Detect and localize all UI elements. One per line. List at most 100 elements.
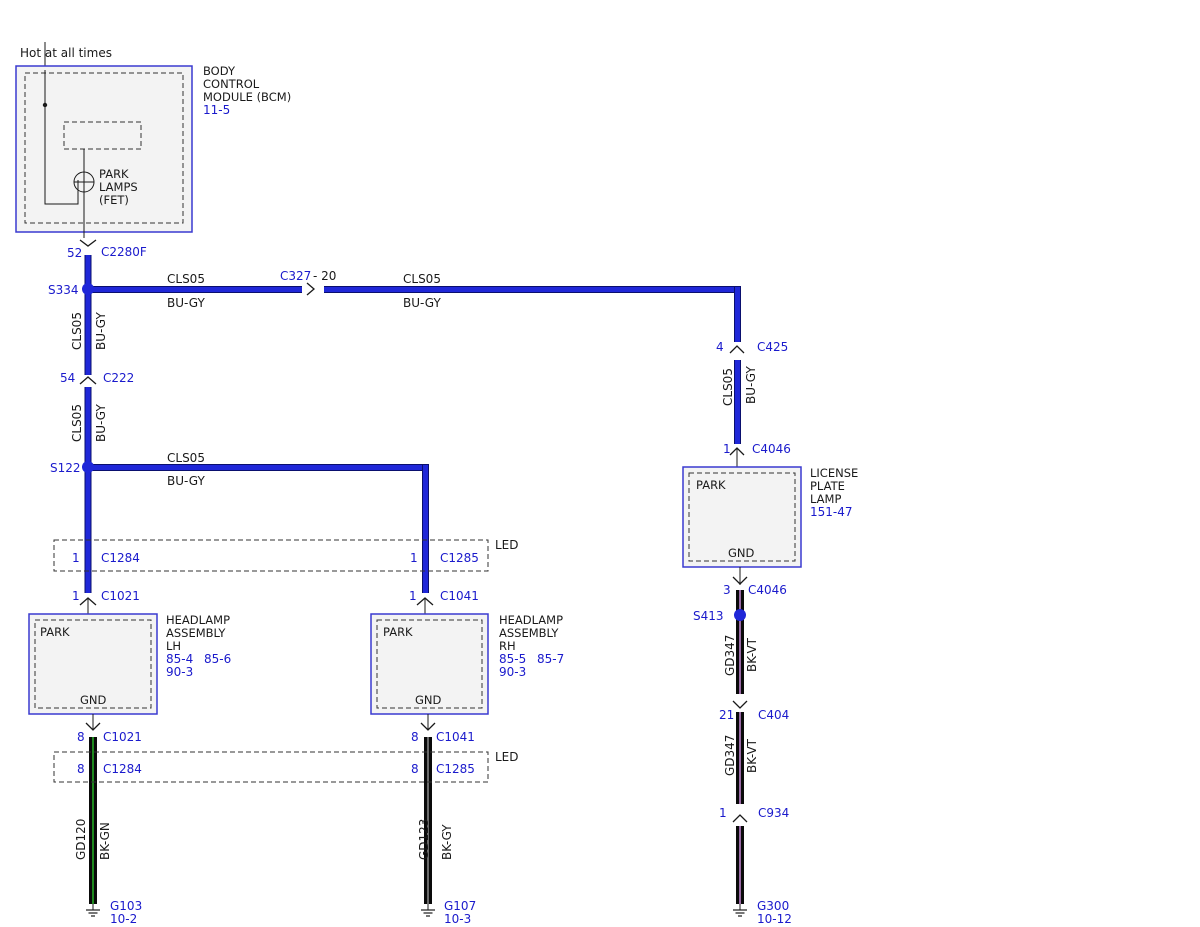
s122-wire: CLS05: [167, 451, 205, 465]
blue-wires: [84, 255, 741, 593]
splice-s334-label: S334: [48, 283, 79, 297]
c934-connector-icon: [732, 814, 748, 823]
rh-ref-2: 85-7: [537, 652, 564, 666]
c2280f-label: C2280F: [101, 245, 147, 259]
led-bottom-lh-connector: C1284: [103, 762, 142, 776]
license-pin-in: 1: [723, 442, 731, 456]
splice-s122-label: S122: [50, 461, 81, 475]
c2280f-pin: 52: [67, 246, 82, 260]
ground-g103-icon: [86, 904, 100, 917]
splice-s334-dot: [82, 283, 94, 295]
bcm-ref: 11-5: [203, 103, 230, 117]
fet-label-line2: LAMPS: [99, 180, 138, 194]
c2280f-connector-icon: [79, 239, 97, 247]
lh-ref-3: 90-3: [166, 665, 193, 679]
s334-color-right: BU-GY: [403, 296, 441, 310]
lh-ref-1: 85-4: [166, 652, 193, 666]
c425-label: C425: [757, 340, 788, 354]
c4046-out-connector-icon: [732, 576, 748, 585]
gd347-upper-label: GD347: [723, 635, 737, 676]
headlamp-lh-box: [28, 613, 158, 715]
gd347-lower-label: GD347: [723, 735, 737, 776]
c425-connector-icon: [729, 345, 745, 354]
license-gnd-label: GND: [728, 546, 755, 560]
license-ref: 151-47: [810, 505, 853, 519]
rh-title-line1: HEADLAMP: [499, 613, 563, 627]
c327-pin: - 20: [313, 269, 336, 283]
gd123-label: GD123: [417, 819, 431, 860]
headlamp-rh-box: [370, 613, 489, 715]
hot-at-all-times-label: Hot at all times: [20, 46, 112, 60]
c222-connector-icon: [79, 376, 97, 385]
license-park-label: PARK: [696, 478, 726, 492]
rh-gnd-label: GND: [415, 693, 442, 707]
led-bottom-dashed-box: [53, 751, 489, 783]
fet-label-line3: (FET): [99, 193, 129, 207]
c404-label: C404: [758, 708, 789, 722]
c425-pin: 4: [716, 340, 724, 354]
lh-title-line1: HEADLAMP: [166, 613, 230, 627]
c1021-out-connector-icon: [85, 722, 101, 731]
ground-g300-icon: [733, 904, 747, 917]
led-bottom-rh-connector: C1285: [436, 762, 475, 776]
trunk-lower-color: BU-GY: [94, 404, 108, 442]
splice-s413-dot: [734, 609, 746, 621]
g107-label: G107: [444, 899, 476, 913]
c934-label: C934: [758, 806, 789, 820]
rh-connector-out: C1041: [436, 730, 475, 744]
led-top-rh-pin: 1: [410, 551, 418, 565]
lh-connector-out: C1021: [103, 730, 142, 744]
gd120-label: GD120: [74, 819, 88, 860]
c222-pin: 54: [60, 371, 75, 385]
c404-pin: 21: [719, 708, 734, 722]
splice-s122-dot: [82, 461, 94, 473]
lh-pin-out: 8: [77, 730, 85, 744]
c327-connector-icon: [306, 282, 315, 296]
rh-pin-in: 1: [409, 589, 417, 603]
g103-label: G103: [110, 899, 142, 913]
led-top-lh-connector: C1284: [101, 551, 140, 565]
bcm-title-line1: BODY: [203, 64, 236, 78]
lh-ref-2: 85-6: [204, 652, 231, 666]
s122-color: BU-GY: [167, 474, 205, 488]
led-bottom-label: LED: [495, 750, 519, 764]
rh-ref-1: 85-5: [499, 652, 526, 666]
led-bottom-lh-pin: 8: [77, 762, 85, 776]
rh-pin-out: 8: [411, 730, 419, 744]
c222-label: C222: [103, 371, 134, 385]
g300-label: G300: [757, 899, 789, 913]
bcm-title-line2: CONTROL: [203, 77, 260, 91]
bcm-module: Hot at all times PARK LAMPS (FET) BODY C…: [15, 42, 291, 238]
g107-ref: 10-3: [444, 912, 471, 926]
rh-title-line2: ASSEMBLY: [499, 626, 559, 640]
c327-label: C327: [280, 269, 311, 283]
led-top-label: LED: [495, 538, 519, 552]
bk-gn-label: BK-GN: [98, 822, 112, 860]
license-color-label: BU-GY: [744, 366, 758, 404]
led-top-rh-connector: C1285: [440, 551, 479, 565]
license-connector-in: C4046: [752, 442, 791, 456]
rh-park-label: PARK: [383, 625, 413, 639]
rh-connector-in: C1041: [440, 589, 479, 603]
c1041-out-connector-icon: [420, 722, 436, 731]
g103-ref: 10-2: [110, 912, 137, 926]
lh-title-line2: ASSEMBLY: [166, 626, 226, 640]
license-title-line3: LAMP: [810, 492, 841, 506]
bcm-inner-dashed-box: [24, 72, 184, 224]
rh-title-line3: RH: [499, 639, 516, 653]
bk-vt-upper-label: BK-VT: [745, 637, 759, 672]
bk-gy-label: BK-GY: [440, 824, 454, 860]
license-title-line2: PLATE: [810, 479, 845, 493]
lh-pin-in: 1: [72, 589, 80, 603]
license-lamp-box: [682, 466, 802, 568]
led-top-lh-pin: 1: [72, 551, 80, 565]
fet-label-line1: PARK: [99, 167, 129, 181]
trunk-upper-wire: CLS05: [70, 312, 84, 350]
license-title-line1: LICENSE: [810, 466, 858, 480]
trunk-lower-wire: CLS05: [70, 404, 84, 442]
c404-connector-icon: [732, 700, 748, 709]
s334-wire-left: CLS05: [167, 272, 205, 286]
fet-dashed-box: [63, 121, 142, 150]
s334-wire-right: CLS05: [403, 272, 441, 286]
